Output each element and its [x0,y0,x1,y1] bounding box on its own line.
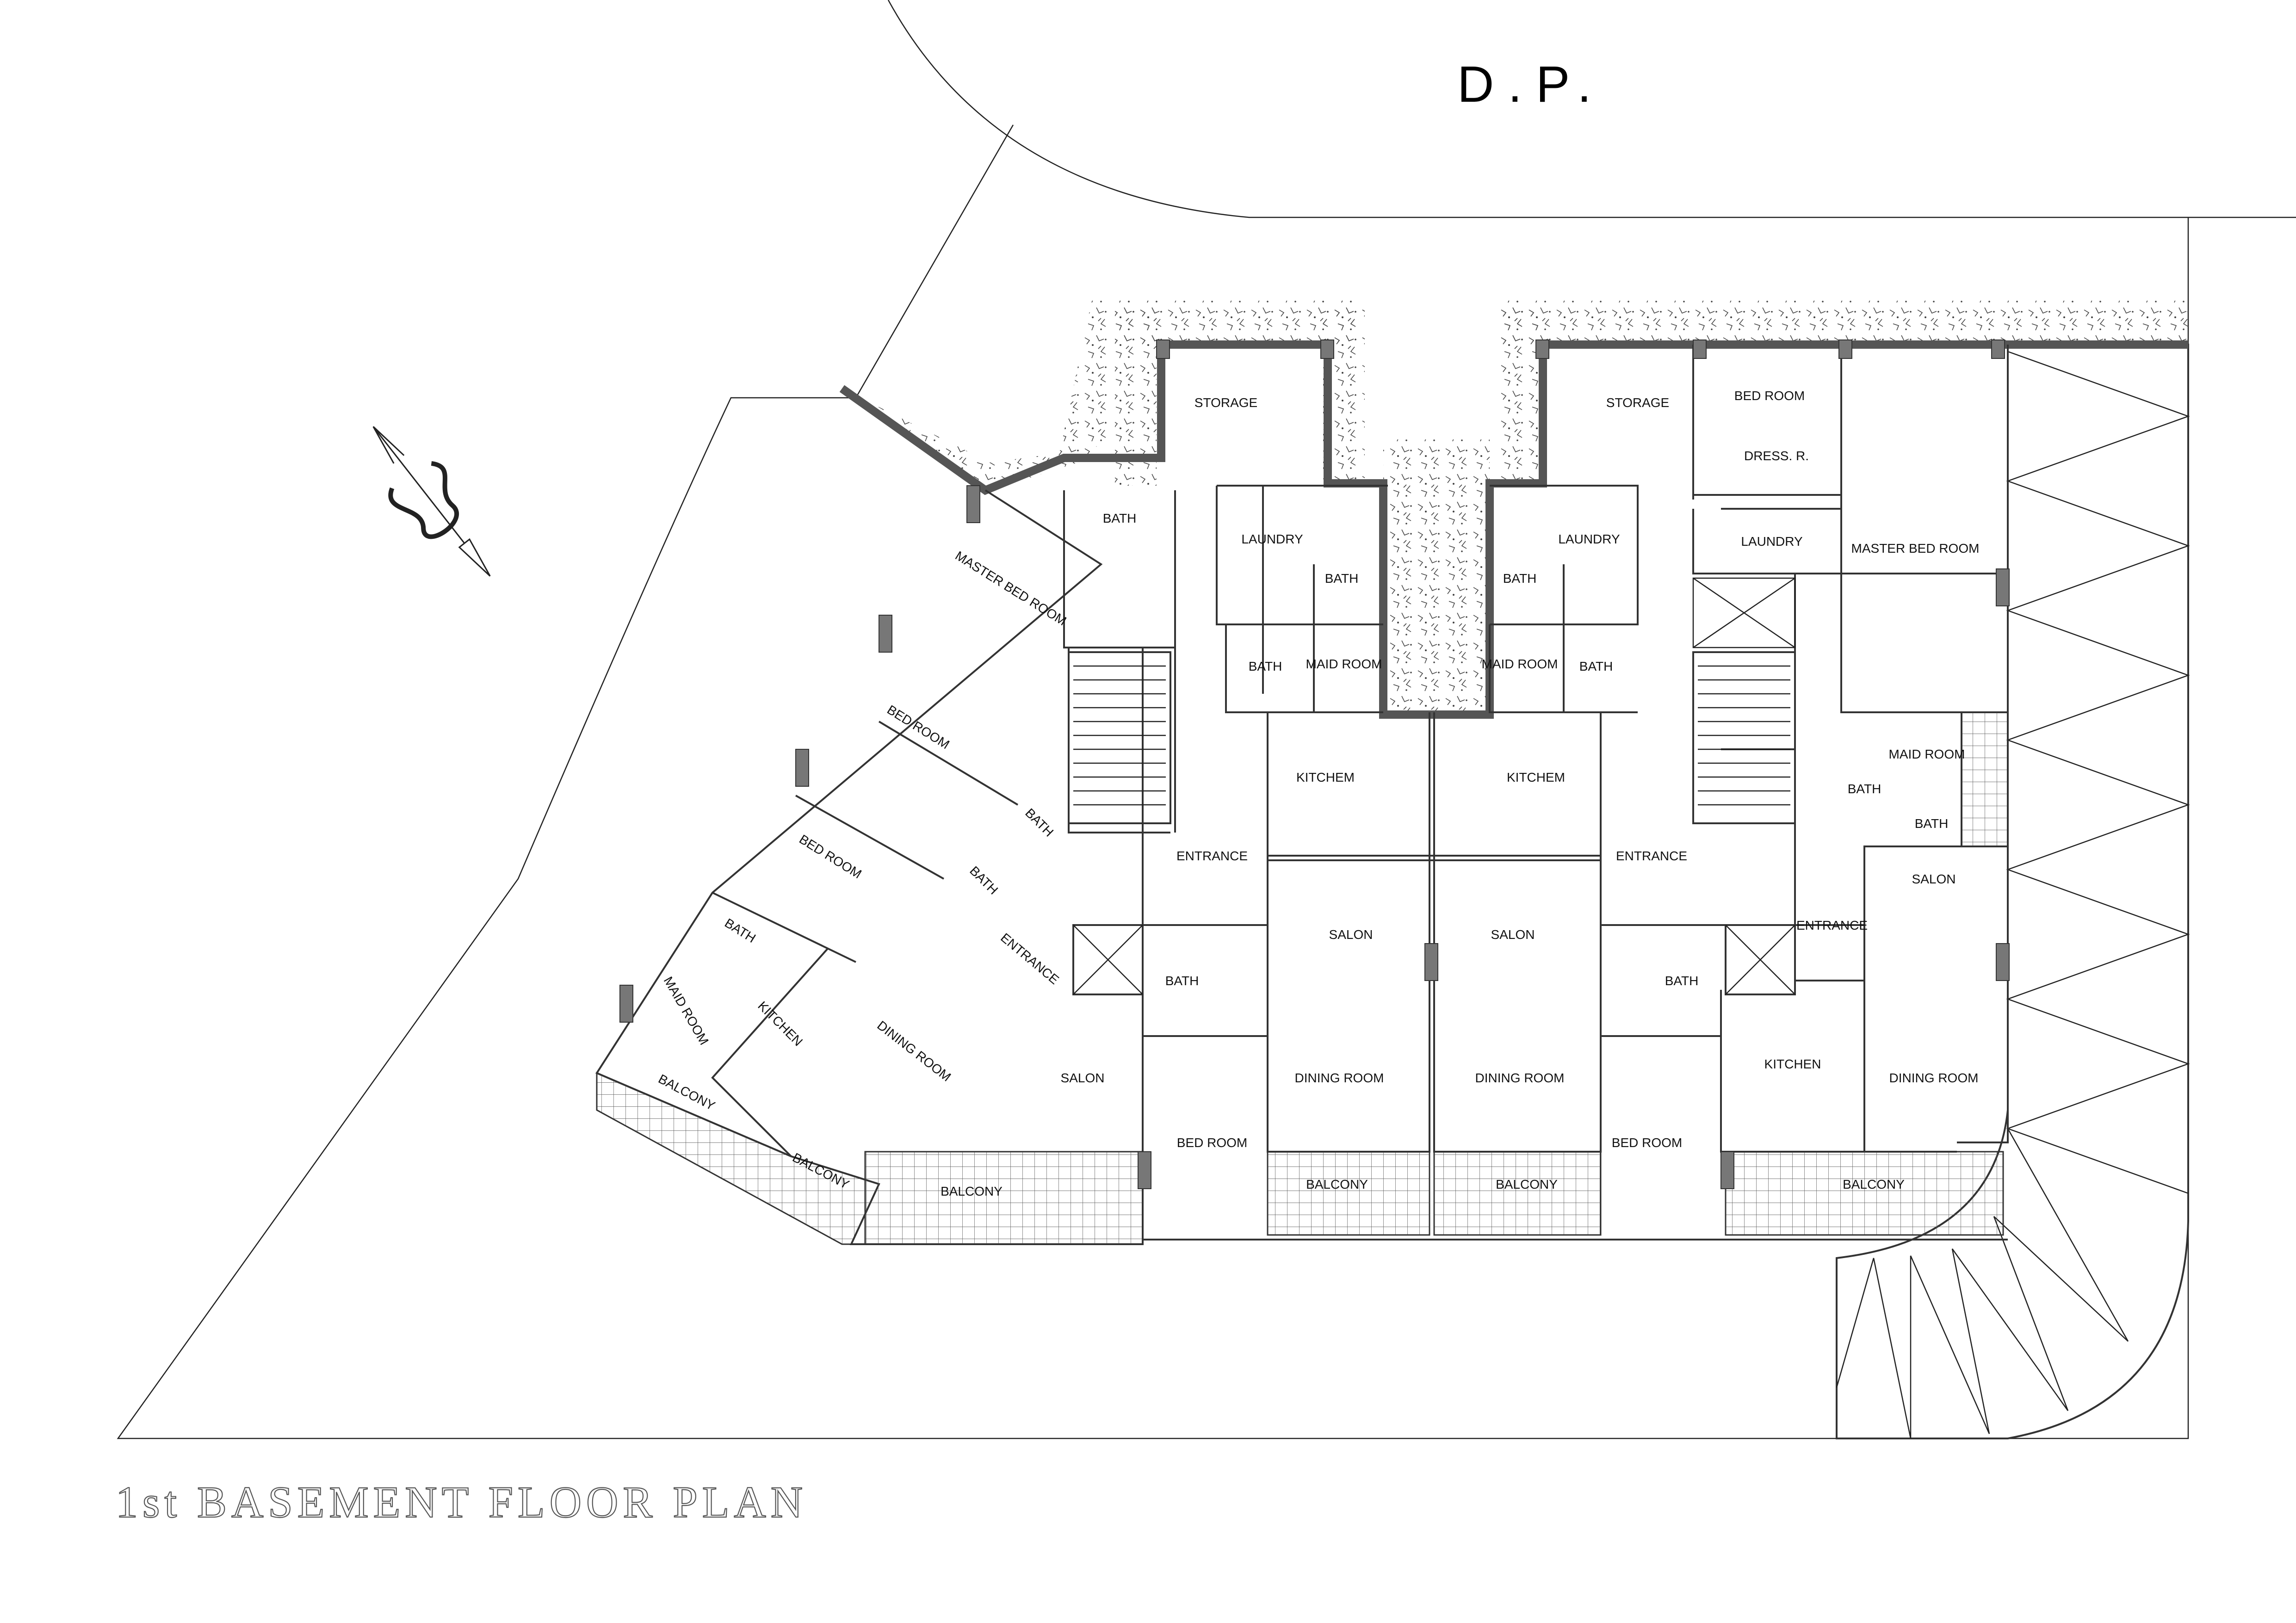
stairs [1068,577,1796,995]
room-label: BALCONY [1843,1177,1905,1191]
room-label: DINING ROOM [1889,1071,1979,1085]
room-label: DINING ROOM [1295,1071,1384,1085]
room-label: BATH [1022,806,1056,839]
room-label: KITCHEN [755,999,805,1049]
balconies [596,711,2009,1245]
room-label: LAUNDRY [1241,532,1303,546]
room-label: DINING ROOM [874,1018,953,1084]
room-label: BED ROOM [1177,1135,1247,1150]
room-label: BATH [1103,511,1137,525]
room-label: MAID ROOM [1482,657,1558,671]
room-label: ENTRANCE [1616,849,1687,863]
room-label: BATH [1665,974,1699,988]
room-label: SALON [1912,872,1956,886]
room-label: ENTRANCE [1176,849,1248,863]
room-label: BALCONY [1306,1177,1368,1191]
room-labels: STORAGE STORAGE BATH LAUNDRY LAUNDRY LAU… [656,389,1979,1198]
room-label: DRESS. R. [1744,449,1809,463]
room-label: MASTER BED ROOM [953,548,1069,628]
room-label: BED ROOM [1734,389,1805,403]
room-label: STORAGE [1194,395,1257,410]
room-label: BATH [722,916,758,946]
room-label: BALCONY [1496,1177,1558,1191]
room-label: BATH [1325,571,1359,586]
room-label: SALON [1329,927,1373,942]
room-label: SALON [1491,927,1535,942]
room-label: BALCONY [941,1184,1003,1198]
room-label: STORAGE [1606,395,1669,410]
exterior-walls [839,340,2188,1143]
room-label: BATH [967,864,1001,897]
room-label: SALON [1061,1071,1105,1085]
drawing-title: 1st BASEMENT FLOOR PLAN [116,1477,807,1527]
room-label: KITCHEM [1296,770,1355,784]
room-label: ENTRANCE [998,930,1062,987]
room-label: BED ROOM [1612,1135,1682,1150]
room-label: BATH [1915,816,1949,831]
ramp-hatching [1836,344,2190,1439]
columns [619,339,2010,1189]
room-label: MAID ROOM [1306,657,1382,671]
room-label: BATH [1503,571,1537,586]
drawing-header: D.P. [1457,56,1605,113]
room-label: BATH [1579,659,1613,673]
room-label: BATH [1848,782,1881,796]
room-label: BATH [1249,659,1282,673]
room-label: ENTRANCE [1796,918,1868,932]
north-arrow-icon [372,426,491,577]
gravel-areas [842,301,2188,717]
room-label: MAID ROOM [1889,747,1965,761]
room-label: MASTER BED ROOM [1851,541,1980,555]
room-label: LAUNDRY [1558,532,1620,546]
room-label: DINING ROOM [1475,1071,1565,1085]
room-label: BED ROOM [797,832,864,881]
room-label: BATH [1165,974,1199,988]
room-label: LAUNDRY [1741,534,1803,549]
site-boundary [117,0,2296,1439]
room-label: KITCHEN [1764,1057,1821,1071]
room-label: MAID ROOM [661,974,712,1047]
room-walls [595,345,2008,1245]
room-label: KITCHEM [1507,770,1565,784]
